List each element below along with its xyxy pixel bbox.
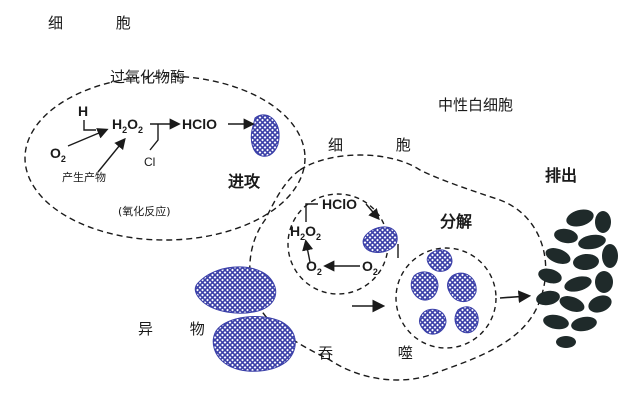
- arrow-inner-hclo: [365, 203, 380, 221]
- o2-inner-right-label: O2: [362, 258, 378, 277]
- digest-particle-5: [454, 306, 479, 334]
- hclo-top-label: HClO: [182, 116, 217, 132]
- decompose-label: 分解: [440, 212, 473, 231]
- attack-label: 进攻: [228, 172, 261, 191]
- neutrophil-label: 中性白细胞: [438, 96, 514, 114]
- arrow-o2-to-h2o2: [67, 128, 109, 147]
- product-note: 产生产物: [62, 171, 106, 184]
- expel-label: 排出: [545, 166, 578, 185]
- arrow-o2-to-h2o2: [302, 239, 314, 263]
- h2o2-top-label: H2O2: [112, 116, 144, 135]
- cl-label: Cl: [144, 155, 156, 169]
- h-join-line: [83, 120, 96, 131]
- digest-particle-1: [426, 249, 453, 272]
- phagosome-circle: [395, 247, 497, 349]
- bacteria-cluster: [536, 209, 618, 348]
- inner-blob: [362, 226, 398, 253]
- foreign-body-1: [194, 266, 277, 314]
- target-blob: [250, 114, 280, 157]
- neutrophil-outline: [249, 154, 547, 381]
- foreign-body-label: 异 物: [138, 320, 221, 338]
- peroxidase-label: 过氧化物酶: [110, 68, 186, 86]
- hclo-inner-label: HClO: [322, 196, 357, 212]
- digest-particle-2: [410, 271, 439, 301]
- phagocytosis-label: 吞 噬: [318, 344, 443, 362]
- h2o2-to-hclo-line: [305, 203, 318, 222]
- digest-particle-4: [419, 308, 447, 335]
- peroxidase-ellipse: [24, 75, 306, 241]
- foreign-body-2: [212, 316, 296, 372]
- oxidation-note: (氧化反应): [118, 205, 171, 218]
- cell-mid-label: 细 胞: [328, 136, 435, 154]
- o2-left-label: O2: [50, 145, 66, 164]
- arrow-expel: [499, 290, 532, 304]
- cl-join-line: [149, 124, 159, 151]
- top-left-label: 细 胞: [48, 14, 155, 32]
- digest-particle-3: [447, 272, 477, 302]
- h-label: H: [78, 103, 89, 119]
- arrow-product-to-h2o2: [97, 137, 126, 173]
- h2o2-inner-label: H2O2: [290, 223, 322, 242]
- o2-inner-left-label: O2: [306, 258, 322, 277]
